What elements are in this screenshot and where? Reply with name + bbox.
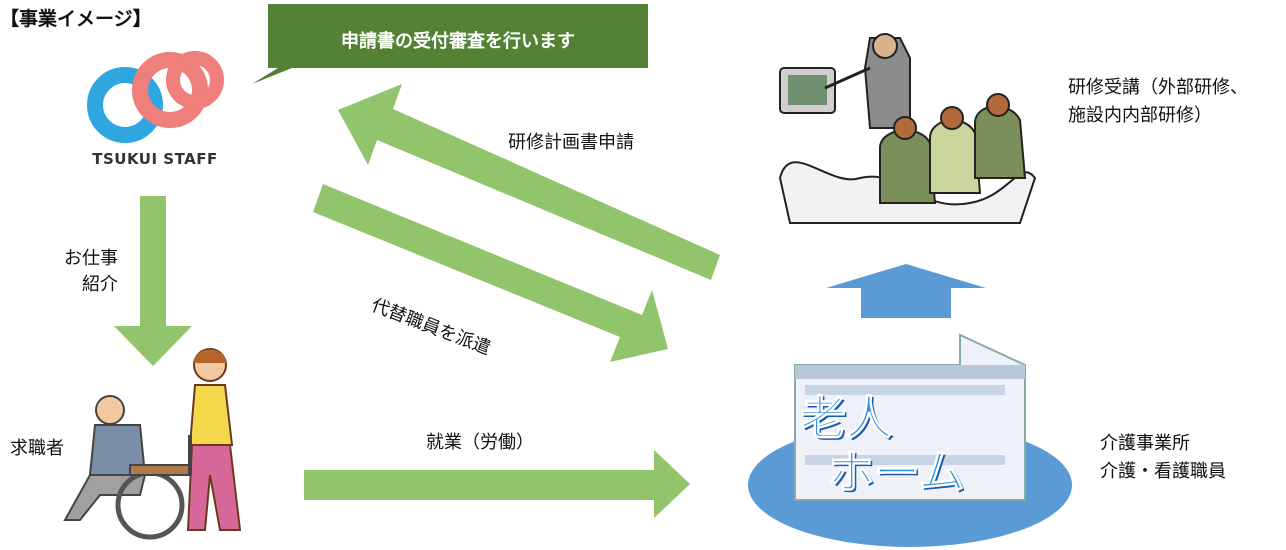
callout-bubble (252, 4, 648, 84)
presenter-head (872, 33, 898, 59)
arrow-dispatch (313, 184, 668, 362)
attendee-head-1 (893, 116, 917, 140)
job-intro-label: お仕事 紹介 (48, 246, 118, 298)
elder-head (95, 395, 125, 425)
facility-label: 介護事業所 介護・看護職員 (1100, 430, 1226, 486)
training-line1: 研修受講（外部研修、 (1068, 77, 1248, 98)
facility-line1: 介護事業所 (1100, 433, 1190, 454)
caregiver-hair (194, 349, 226, 363)
logo-pink-ring-small (166, 51, 224, 109)
callout-shape (252, 4, 648, 84)
job-seeker-label: 求職者 (10, 438, 64, 459)
wheelchair-wheel (115, 470, 185, 540)
monitor-screen (788, 75, 827, 105)
attendee-head-2 (940, 106, 964, 130)
home-roof-strip (795, 365, 1025, 379)
nursing-home-illustration (748, 333, 1072, 547)
training-label: 研修受講（外部研修、 施設内内部研修） (1068, 74, 1248, 130)
logo-text: TSUKUI STAFF (92, 150, 218, 168)
tsukui-staff-logo (87, 51, 224, 143)
attendee-3 (974, 105, 1027, 179)
training-line2: 施設内内部研修） (1068, 105, 1212, 126)
attendee-2 (929, 119, 982, 194)
arrow-job-intro (114, 196, 192, 366)
home-window-row-2 (805, 455, 1005, 465)
job-intro-line2: 紹介 (82, 274, 118, 295)
caregiver-legs (186, 444, 242, 531)
diagram-heading: 【事業イメージ】 (0, 8, 152, 30)
callout-text: 申請書の受付審査を行います (341, 31, 575, 52)
attendee-1 (879, 129, 937, 204)
home-sign-line1: 老人 (800, 391, 893, 446)
arrow-up-blue (826, 264, 986, 318)
wheelchair-seat (129, 464, 191, 476)
logo-blue-ring (87, 67, 163, 143)
job-seeker-illustration (63, 348, 242, 540)
facility-line2: 介護・看護職員 (1100, 461, 1226, 482)
logo-pink-ring (132, 52, 208, 128)
training-classroom-illustration (778, 33, 1037, 224)
attendee-head-3 (986, 93, 1010, 117)
elder-legs (63, 474, 147, 521)
arrow-plan-application (338, 84, 720, 280)
home-sign-line2: ホーム (828, 445, 966, 500)
job-intro-line1: お仕事 (64, 248, 118, 269)
caregiver-body (188, 384, 234, 446)
plan-application-label: 研修計画書申請 (508, 132, 634, 153)
employment-label: 就業（労働） (426, 432, 534, 453)
arrow-employment (304, 450, 690, 518)
pointer-arm (824, 66, 871, 90)
home-window-row-1 (805, 385, 1005, 395)
